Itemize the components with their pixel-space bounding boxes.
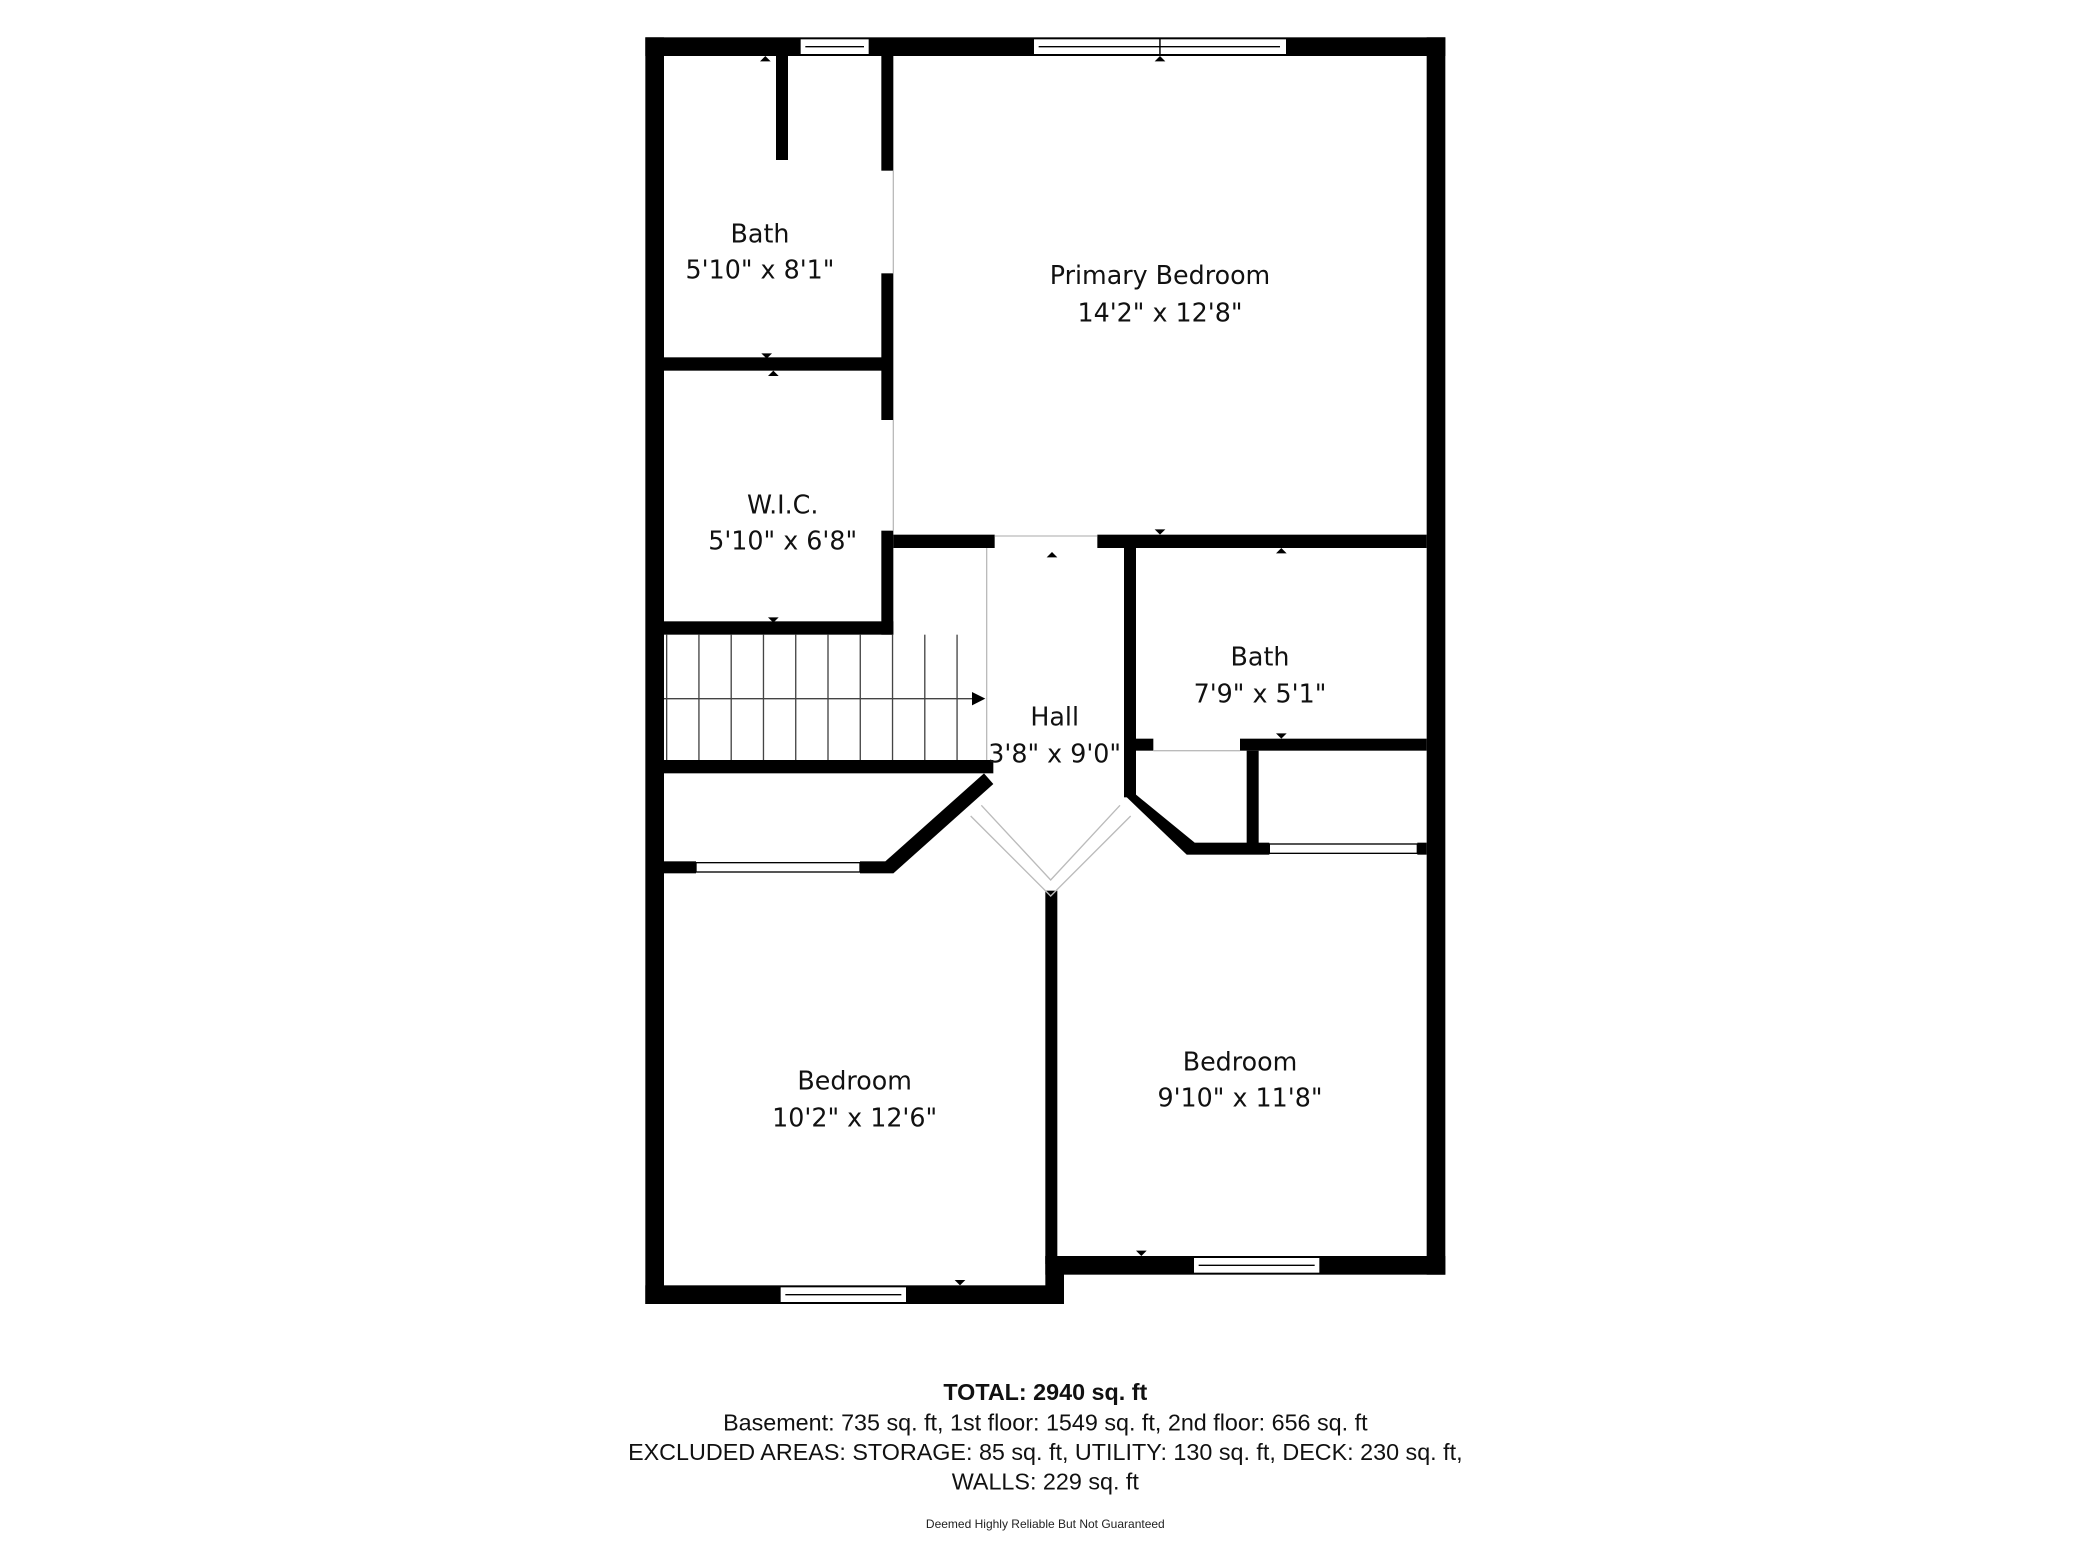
windows (779, 38, 1321, 1304)
room-dimensions: 10'2" x 12'6" (772, 1103, 937, 1133)
excluded-areas: EXCLUDED AREAS: STORAGE: 85 sq. ft, UTIL… (628, 1439, 1463, 1465)
floor-areas: Basement: 735 sq. ft, 1st floor: 1549 sq… (723, 1410, 1368, 1436)
total-area: TOTAL: 2940 sq. ft (943, 1379, 1147, 1405)
openings (695, 170, 1418, 897)
room-dimensions: 3'8" x 9'0" (988, 739, 1121, 769)
room-dimensions: 14'2" x 12'8" (1077, 297, 1242, 327)
room-name: Primary Bedroom (1050, 260, 1270, 290)
room-name: W.I.C. (747, 489, 818, 519)
room-name: Bedroom (797, 1065, 912, 1095)
room-labels: Bath 5'10" x 8'1" Primary Bedroom 14'2" … (686, 219, 1327, 1133)
room-name: Bedroom (1183, 1047, 1298, 1077)
room-name: Bath (731, 219, 790, 249)
dimension-markers (760, 56, 1287, 1286)
room-name: Hall (1030, 701, 1079, 731)
walls-area: WALLS: 229 sq. ft (952, 1468, 1140, 1494)
room-dimensions: 5'10" x 8'1" (686, 255, 835, 285)
room-dimensions: 9'10" x 11'8" (1157, 1083, 1322, 1113)
room-name: Bath (1231, 641, 1290, 671)
room-dimensions: 7'9" x 5'1" (1194, 679, 1327, 709)
stairs (664, 634, 980, 760)
disclaimer: Deemed Highly Reliable But Not Guarantee… (926, 1517, 1165, 1531)
room-dimensions: 5'10" x 6'8" (708, 525, 857, 555)
area-summary: TOTAL: 2940 sq. ft Basement: 735 sq. ft,… (628, 1379, 1463, 1531)
